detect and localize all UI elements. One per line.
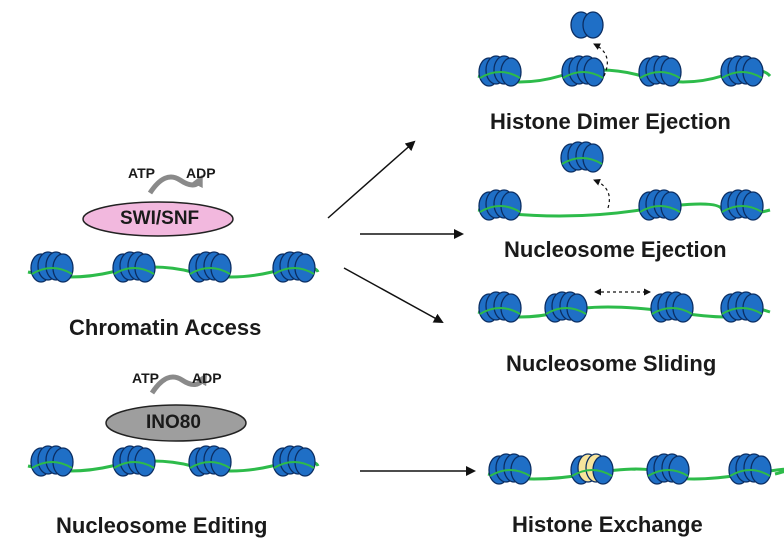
nucleosome xyxy=(478,189,522,221)
nucleosome xyxy=(112,251,156,283)
swi-snf-complex xyxy=(82,201,234,237)
nucleosome xyxy=(650,291,694,323)
dimer-release-arrow xyxy=(593,43,608,77)
nucleosome xyxy=(272,251,316,283)
histone-exchange-label: Histone Exchange xyxy=(512,512,703,537)
swi-snf-label: SWI/SNF xyxy=(120,208,200,229)
nucleosome-sliding-label: Nucleosome Sliding xyxy=(506,351,717,376)
swi-snf-adp-label: ADP xyxy=(186,165,216,181)
nucleosome xyxy=(720,55,764,87)
nucleosome xyxy=(478,55,522,87)
arrow-to-sliding xyxy=(343,267,444,323)
variant-histone-nucleosome xyxy=(570,453,614,485)
nucleosome xyxy=(646,453,690,485)
nucleosome xyxy=(544,291,588,323)
nucleosome xyxy=(638,189,682,221)
histone-dimer-ejection-label: Histone Dimer Ejection xyxy=(490,109,731,134)
nucleosome xyxy=(478,291,522,323)
swi-snf-atp-label: ATP xyxy=(128,165,155,181)
nucleosome-editing-caption: Nucleosome Editing xyxy=(56,513,268,538)
ejected-histone-dimer xyxy=(570,11,604,39)
ino80-complex xyxy=(105,404,247,442)
nucleosome xyxy=(720,291,764,323)
chromatin-access-caption: Chromatin Access xyxy=(69,315,262,340)
atp-adp-cycle-arrow xyxy=(149,372,208,395)
nucleosome xyxy=(638,55,682,87)
nucleosome-ejection-label: Nucleosome Ejection xyxy=(504,237,727,262)
ejected-nucleosome xyxy=(560,141,604,173)
atp-adp-cycle-arrow xyxy=(147,174,203,195)
nucleosome xyxy=(188,251,232,283)
nucleosome xyxy=(272,445,316,477)
arrow-to-dimer-ejection xyxy=(327,140,416,219)
nucleosome xyxy=(728,453,772,485)
ino80-atp-label: ATP xyxy=(132,370,159,386)
nucleosome xyxy=(112,445,156,477)
ino80-label: INO80 xyxy=(146,412,201,433)
nucleosome-release-arrow xyxy=(593,178,610,209)
nucleosome xyxy=(30,445,74,477)
ino80-adp-label: ADP xyxy=(192,370,222,386)
nucleosome xyxy=(488,453,532,485)
nucleosome xyxy=(720,189,764,221)
partial-nucleosome xyxy=(561,55,605,87)
nucleosome xyxy=(188,445,232,477)
nucleosome xyxy=(30,251,74,283)
